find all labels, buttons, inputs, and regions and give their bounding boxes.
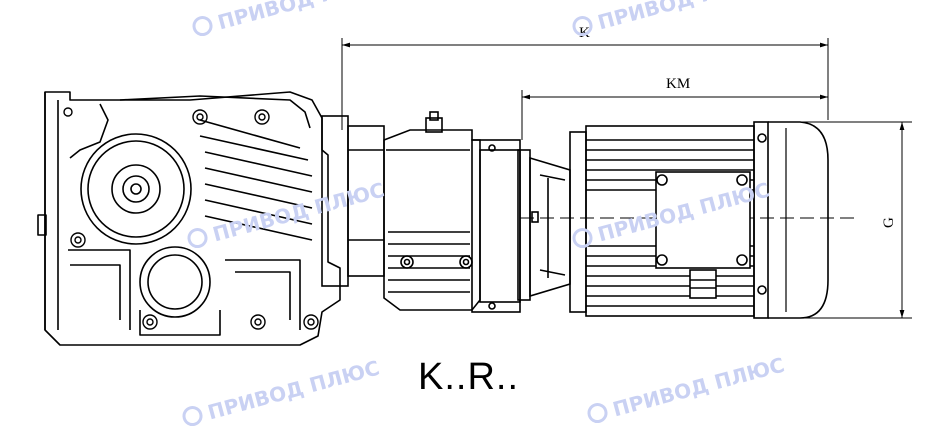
watermark-logo-icon: [570, 13, 595, 39]
watermark-logo-icon: [190, 13, 215, 39]
input-flange: [321, 115, 385, 287]
motor-body: [569, 125, 755, 317]
housing-bolts: [63, 107, 319, 330]
watermark-logo-icon: [180, 403, 205, 429]
dimension-km: [521, 90, 829, 140]
watermark-logo-icon: [185, 225, 210, 251]
fan-cover: [753, 121, 829, 319]
model-designation: K..R..: [418, 356, 520, 398]
dimension-g-label: G: [881, 217, 897, 228]
gearbox-housing: [37, 91, 341, 346]
dimension-k-label: K: [579, 25, 590, 41]
adapter-housing: [471, 139, 571, 313]
dimension-km-label: KM: [666, 76, 690, 92]
watermark-logo-icon: [570, 225, 595, 251]
dimension-k: [341, 38, 829, 130]
helical-stage: [383, 111, 481, 311]
gearmotor-drawing: K KM G: [37, 25, 912, 346]
